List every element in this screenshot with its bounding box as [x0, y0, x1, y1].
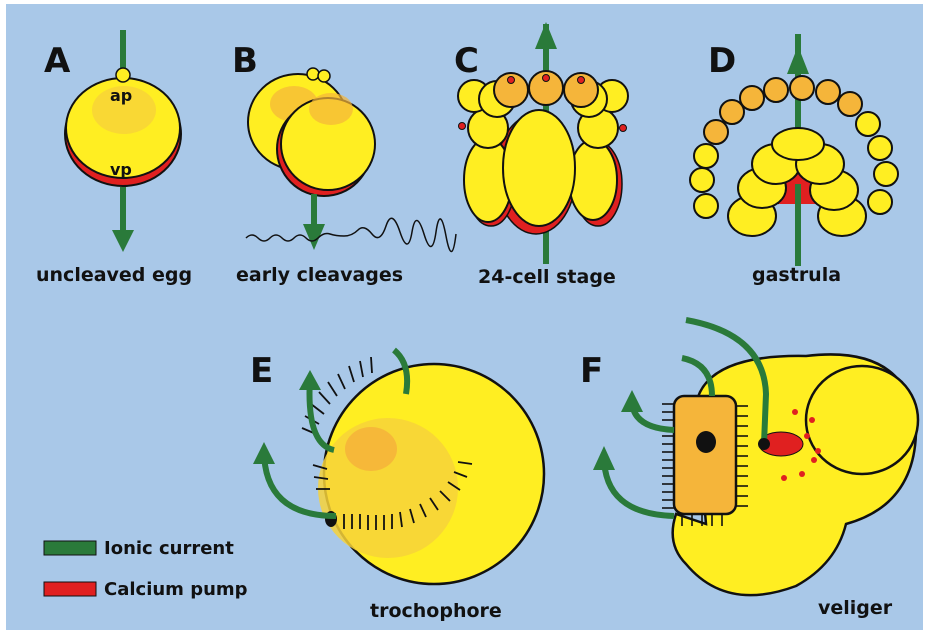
panel-letter-b: B [232, 44, 258, 78]
24-cell-stage [458, 22, 628, 264]
early-cleavages [246, 68, 456, 252]
embryo-diagram-svg [6, 4, 923, 630]
panel-letter-e: E [250, 354, 273, 388]
legend-label-ionic-current: Ionic current [104, 538, 234, 559]
caption-uncleaved-egg: uncleaved egg [36, 266, 192, 285]
panel-letter-c: C [454, 44, 479, 78]
uncleaved-egg [65, 30, 181, 252]
trochophore [253, 350, 544, 584]
panel-letter-d: D [708, 44, 736, 78]
animal-pole-label: ap [110, 88, 132, 104]
caption-veliger: veliger [818, 599, 892, 618]
caption-24-cell-stage: 24-cell stage [478, 268, 616, 287]
legend-label-calcium-pump: Calcium pump [104, 579, 248, 600]
vegetal-pole-label: vp [110, 162, 132, 178]
caption-early-cleavages: early cleavages [236, 266, 403, 285]
legend-swatch-ionic-current [44, 541, 96, 555]
veliger [593, 320, 918, 595]
caption-trochophore: trochophore [370, 602, 502, 621]
diagram-panel: A B C D E F ap vp uncleaved egg early cl… [6, 4, 923, 630]
caption-gastrula: gastrula [752, 266, 841, 285]
legend-swatch-calcium-pump [44, 582, 96, 596]
legend-item-ionic-current: Ionic current [104, 538, 234, 559]
legend-item-calcium-pump: Calcium pump [104, 579, 248, 600]
panel-letter-f: F [580, 354, 603, 388]
panel-letter-a: A [44, 44, 70, 78]
